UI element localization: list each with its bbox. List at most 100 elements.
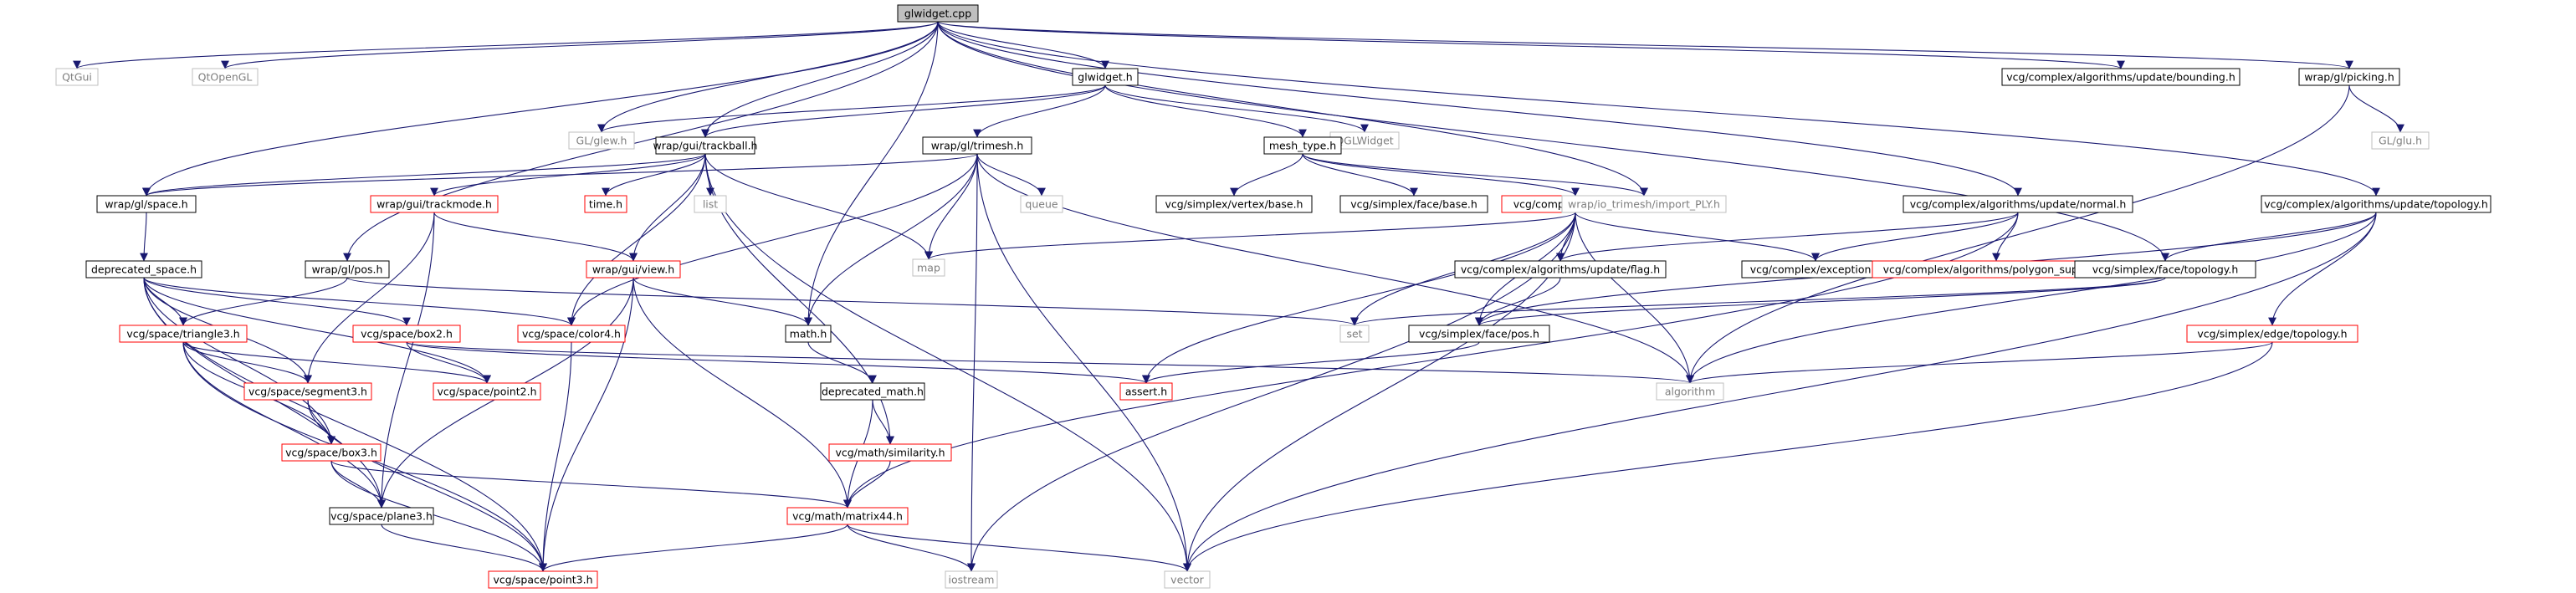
node-face_pos[interactable]: vcg/simplex/face/pos.h	[1408, 325, 1550, 343]
node-wrap_pos[interactable]: wrap/gl/pos.h	[305, 260, 390, 279]
edge-mesh_type-to-import_ply	[1302, 153, 1648, 197]
node-view[interactable]: wrap/gui/view.h	[586, 260, 681, 279]
node-box	[281, 443, 382, 462]
edge-face_topology-to-set	[1350, 277, 2166, 326]
node-list: list	[694, 195, 727, 213]
node-color4[interactable]: vcg/space/color4.h	[517, 325, 626, 343]
node-update_topology[interactable]: vcg/complex/algorithms/update/topology.h	[2261, 195, 2491, 213]
node-exception[interactable]: vcg/complex/exception.h	[1741, 260, 1890, 279]
node-box	[1339, 195, 1488, 213]
node-wrap_space[interactable]: wrap/gl/space.h	[96, 195, 197, 213]
node-trackmode[interactable]: wrap/gui/trackmode.h	[370, 195, 499, 213]
node-box	[352, 325, 461, 343]
node-label: deprecated_space.h	[91, 263, 197, 276]
node-polygon_support[interactable]: vcg/complex/algorithms/polygon_support.h	[1872, 260, 2121, 279]
node-label: vcg/space/plane3.h	[330, 510, 433, 523]
node-label: iostream	[949, 574, 995, 586]
node-edge_topology[interactable]: vcg/simplex/edge/topology.h	[2186, 325, 2358, 343]
node-box	[655, 136, 755, 155]
node-root[interactable]: glwidget.cpp	[897, 4, 979, 23]
edges-layer	[73, 21, 2404, 572]
node-label: assert.h	[1125, 386, 1167, 398]
node-box3[interactable]: vcg/space/box3.h	[281, 443, 382, 462]
node-deprecated_math[interactable]: deprecated_math.h	[820, 382, 925, 401]
node-box	[119, 325, 248, 343]
node-label: vcg/complex/algorithms/update/flag.h	[1461, 263, 1660, 276]
node-box	[517, 325, 626, 343]
node-label: vcg/complex/algorithms/update/normal.h	[1910, 198, 2127, 211]
node-import_ply: wrap/io_trimesh/import_PLY.h	[1561, 195, 1727, 213]
edge-matrix44-to-point3	[539, 524, 848, 572]
edge-trackball-to-similarity	[704, 153, 894, 445]
node-time[interactable]: time.h	[584, 195, 627, 213]
node-mesh_type[interactable]: mesh_type.h	[1263, 136, 1342, 155]
node-box	[192, 68, 259, 86]
node-box	[568, 131, 635, 150]
edge-root-to-qtgui	[73, 21, 939, 69]
node-qtgui: QtGui	[55, 68, 99, 86]
node-label: vcg/complex/algorithms/update/topology.h	[2264, 198, 2488, 211]
node-math_h[interactable]: math.h	[785, 325, 832, 343]
edge-root-to-face_topology	[937, 21, 2169, 262]
node-label: wrap/gl/space.h	[105, 198, 187, 211]
node-point2[interactable]: vcg/space/point2.h	[433, 382, 541, 401]
node-similarity[interactable]: vcg/math/similarity.h	[828, 443, 952, 462]
node-plane3[interactable]: vcg/space/plane3.h	[329, 507, 434, 525]
edge-plane3-to-point3	[381, 524, 547, 572]
edge-box2-to-point2	[406, 341, 491, 384]
node-label: vcg/simplex/face/topology.h	[2092, 263, 2239, 276]
node-assert_h[interactable]: assert.h	[1119, 382, 1173, 401]
edge-segment3-to-point3	[307, 399, 547, 572]
node-set: set	[1339, 325, 1370, 343]
node-trackball[interactable]: wrap/gui/trackball.h	[653, 136, 758, 155]
node-glwidget_h[interactable]: glwidget.h	[1072, 68, 1139, 86]
edge-deprecated_space-to-color4	[143, 277, 576, 326]
node-update_flag[interactable]: vcg/complex/algorithms/update/flag.h	[1454, 260, 1667, 279]
edge-root-to-update_normal	[937, 21, 2022, 197]
edge-complex-to-map	[924, 212, 1576, 260]
node-algorithm: algorithm	[1656, 382, 1724, 401]
node-box	[329, 507, 434, 525]
node-matrix44[interactable]: vcg/math/matrix44.h	[786, 507, 909, 525]
node-label: wrap/gl/pos.h	[312, 263, 383, 276]
node-update_normal[interactable]: vcg/complex/algorithms/update/normal.h	[1903, 195, 2133, 213]
node-box	[897, 4, 979, 23]
node-point3[interactable]: vcg/space/point3.h	[488, 570, 598, 589]
node-label: vcg/simplex/face/pos.h	[1419, 328, 1539, 340]
node-label: wrap/gui/trackmode.h	[376, 198, 492, 211]
node-label: vcg/simplex/edge/topology.h	[2197, 328, 2347, 340]
edge-update_flag-to-face_pos	[1475, 277, 1561, 326]
node-segment3[interactable]: vcg/space/segment3.h	[243, 382, 372, 401]
node-deprecated_space[interactable]: deprecated_space.h	[85, 260, 202, 279]
node-box	[2371, 131, 2430, 150]
node-picking[interactable]: wrap/gl/picking.h	[2298, 68, 2400, 86]
edge-trackmode-to-plane3	[377, 212, 435, 509]
node-face_topology[interactable]: vcg/simplex/face/topology.h	[2074, 260, 2256, 279]
edge-view-to-math_h	[632, 277, 812, 326]
node-qtopengl: QtOpenGL	[192, 68, 259, 86]
edge-glwidget_h-to-mesh_type	[1104, 84, 1307, 138]
edge-picking-to-glu	[2348, 84, 2404, 133]
node-triangle3[interactable]: vcg/space/triangle3.h	[119, 325, 248, 343]
node-box	[433, 382, 541, 401]
node-box	[1454, 260, 1667, 279]
node-box	[785, 325, 832, 343]
node-trimesh[interactable]: wrap/gl/trimesh.h	[922, 136, 1032, 155]
node-glu: GL/glu.h	[2371, 131, 2430, 150]
edge-box3-to-point3	[330, 460, 547, 572]
node-box	[55, 68, 99, 86]
node-box	[1561, 195, 1727, 213]
node-box	[2298, 68, 2400, 86]
node-label: GL/glu.h	[2379, 135, 2422, 147]
node-label: vcg/space/box2.h	[361, 328, 453, 340]
edge-box2-to-algorithm	[406, 341, 1694, 384]
edge-math_h-to-deprecated_math	[807, 341, 877, 384]
node-face_base[interactable]: vcg/simplex/face/base.h	[1339, 195, 1488, 213]
node-box2[interactable]: vcg/space/box2.h	[352, 325, 461, 343]
edge-glwidget_h-to-trackball	[701, 84, 1106, 138]
node-vertex_base[interactable]: vcg/simplex/vertex/base.h	[1155, 195, 1313, 213]
node-box	[828, 443, 952, 462]
edge-view-to-point3	[539, 277, 634, 572]
edge-mesh_type-to-face_base	[1302, 153, 1418, 197]
node-bounding[interactable]: vcg/complex/algorithms/update/bounding.h	[2001, 68, 2241, 86]
